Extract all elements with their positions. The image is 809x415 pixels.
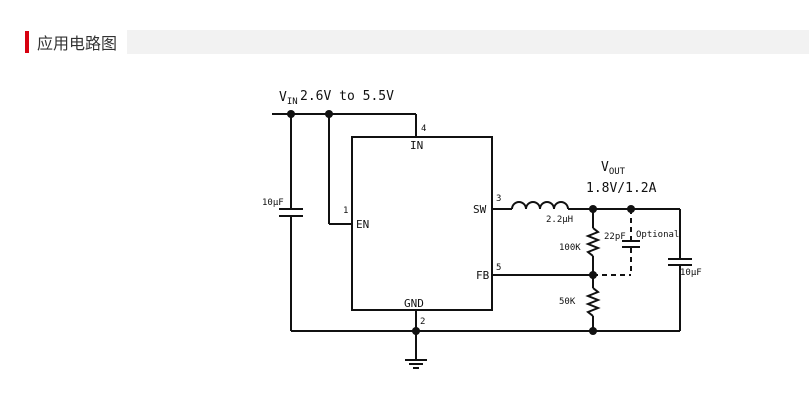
junction-dot <box>589 271 597 279</box>
junction-dot <box>589 205 597 213</box>
optional-label: Optional <box>636 230 679 240</box>
output-cap-label: 10μF <box>680 268 702 278</box>
junction-dot <box>412 327 420 335</box>
vout-spec-label: 1.8V/1.2A <box>586 181 657 196</box>
junction-dot <box>589 327 597 335</box>
pin-in-number: 4 <box>421 124 426 134</box>
pin-en-label: EN <box>356 218 369 231</box>
pin-sw-number: 3 <box>496 194 501 204</box>
r-top-label: 100K <box>559 243 581 253</box>
junction-dot <box>287 110 295 118</box>
feedforward-cap-label: 22pF <box>604 232 626 242</box>
inductor-label: 2.2μH <box>546 215 573 225</box>
r-bottom-label: 50K <box>559 297 576 307</box>
pin-gnd-number: 2 <box>420 317 425 327</box>
pin-en-number: 1 <box>343 206 348 216</box>
pin-fb-label: FB <box>476 269 490 282</box>
ic-body <box>351 136 493 311</box>
input-cap-label: 10μF <box>262 198 284 208</box>
vin-label: VIN <box>279 90 298 107</box>
pin-fb-number: 5 <box>496 263 501 273</box>
junction-dot <box>325 110 333 118</box>
vin-range-label: 2.6V to 5.5V <box>300 89 394 104</box>
pin-in-label: IN <box>410 139 423 152</box>
section-title: 应用电路图 <box>37 30 128 54</box>
pin-gnd-label: GND <box>404 297 424 310</box>
junction-dot <box>627 205 635 213</box>
inductor-symbol <box>511 201 569 210</box>
section-header: 应用电路图 <box>25 30 809 54</box>
pin-sw-label: SW <box>473 203 487 216</box>
vout-label: VOUT <box>601 160 626 177</box>
section-accent-bar <box>25 31 29 53</box>
section-header-fill <box>127 30 809 54</box>
